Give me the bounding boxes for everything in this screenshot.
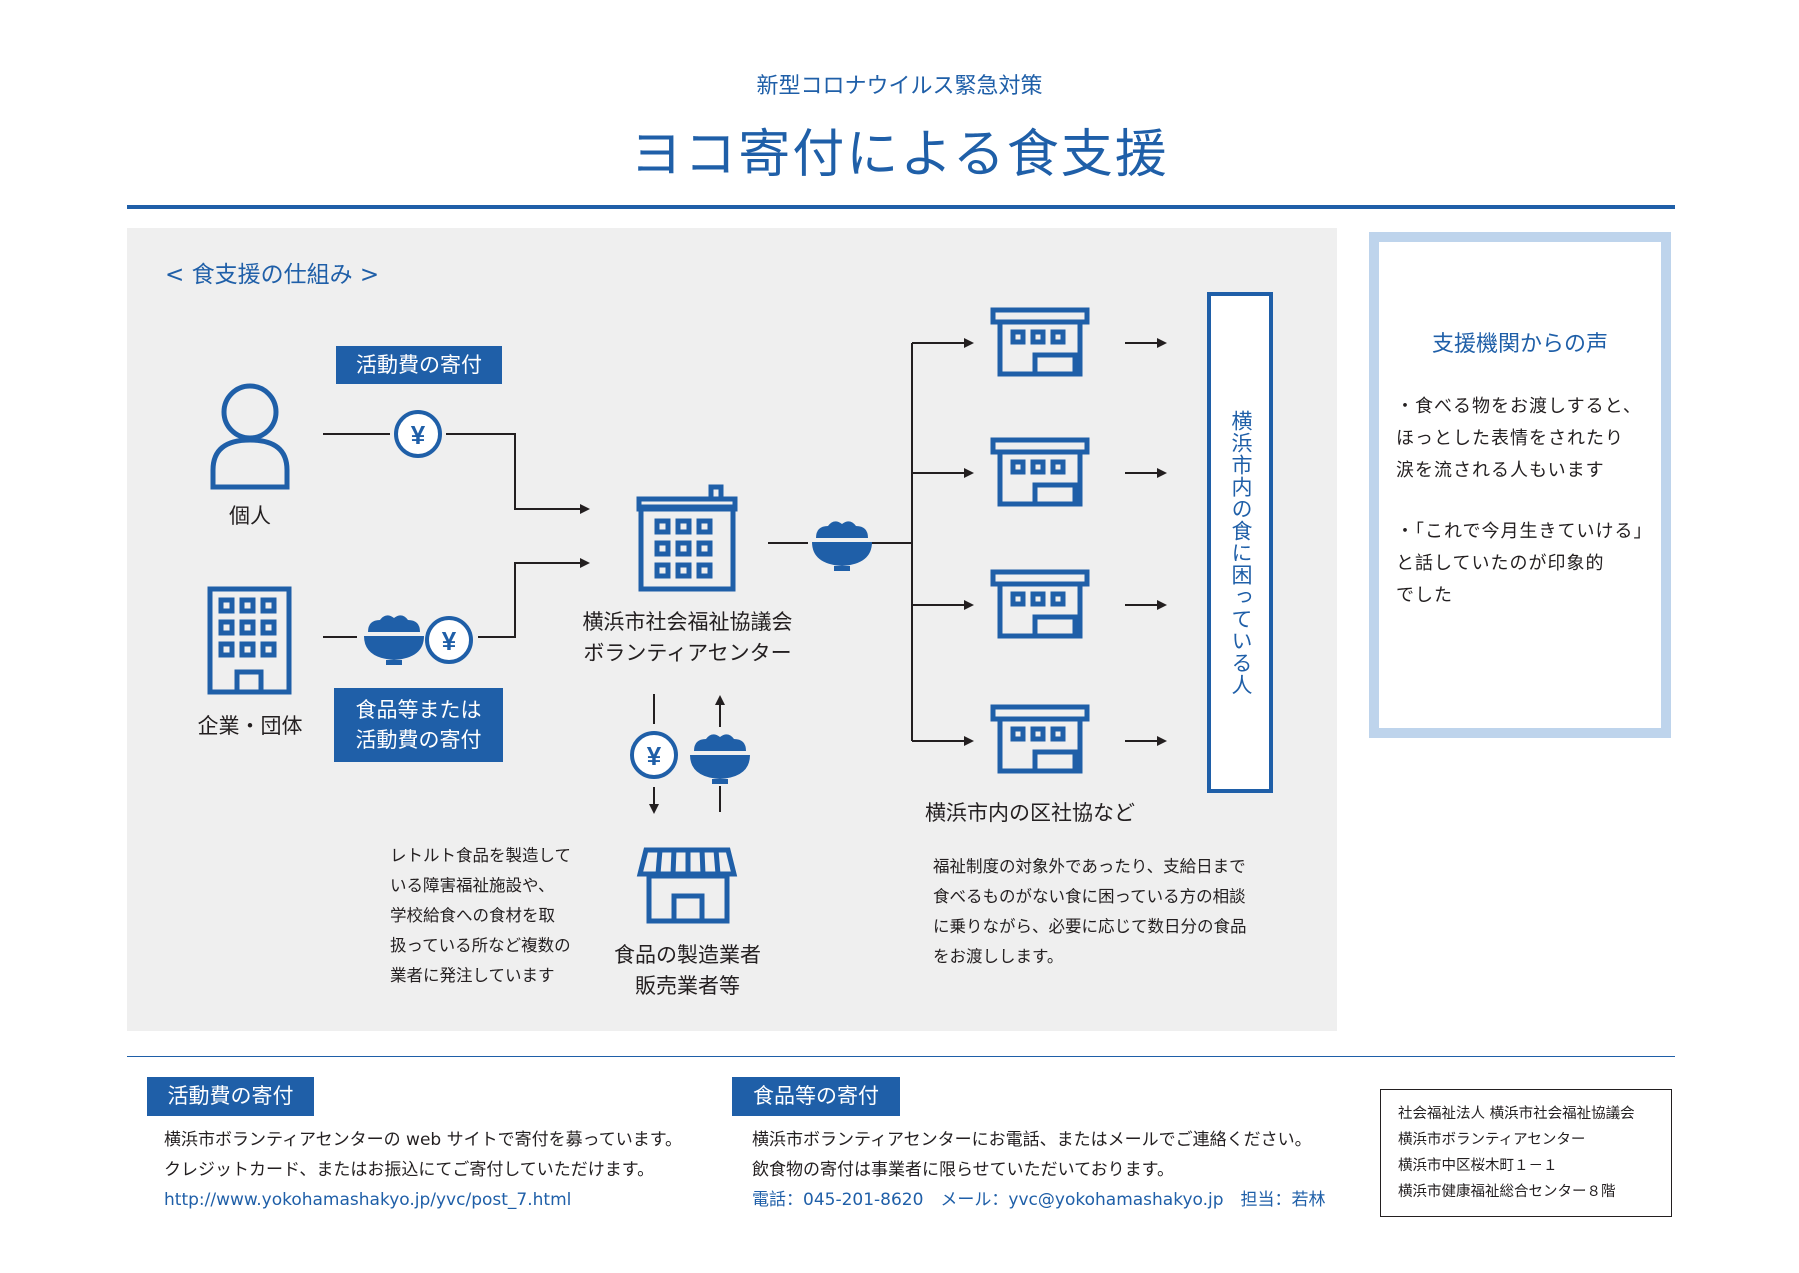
svg-text:¥: ¥ — [647, 741, 662, 771]
voice-line: ほっとした表情をされたり — [1396, 428, 1624, 449]
ward-office-icon — [990, 307, 1090, 377]
contact-info[interactable]: 電話：045-201-8620 メール：yvc@yokohamashakyo.j… — [752, 1190, 1326, 1210]
ward-note-line: に乗りながら、必要に応じて数日分の食品 — [933, 917, 1247, 936]
diagram-panel — [127, 228, 1337, 1031]
org-line: 社会福祉法人 横浜市社会福祉協議会 — [1398, 1106, 1635, 1122]
voice-line: ・「これで今月生きていける」 — [1396, 521, 1653, 542]
header-rule — [127, 205, 1675, 209]
person-icon — [210, 383, 290, 490]
rice-bowl-icon — [364, 615, 424, 665]
maker-flow-arrows — [649, 694, 725, 814]
ward-office-icon — [990, 437, 1090, 507]
voice-line: ・食べる物をお渡しすると、 — [1396, 396, 1642, 417]
ward-note: 福祉制度の対象外であったり、支給日まで 食べるものがない食に困っている方の相談 … — [933, 852, 1273, 972]
footer-activity-line-2: クレジットカード、またはお振込にてご寄付していただけます。 — [164, 1160, 655, 1180]
maker-note-line: 業者に発注しています — [390, 966, 555, 985]
voice-line: でした — [1396, 585, 1453, 606]
yen-coin-icon: ¥ — [394, 410, 442, 458]
ward-note-line: をお渡しします。 — [933, 947, 1064, 966]
center-building-icon — [636, 484, 738, 592]
ward-note-line: 福祉制度の対象外であったり、支給日まで — [933, 857, 1246, 876]
food-or-activity-donation-tag: 食品等または 活動費の寄付 — [334, 688, 503, 762]
company-label: 企業・団体 — [197, 714, 303, 738]
svg-text:¥: ¥ — [411, 420, 426, 450]
donor-flow-lines — [323, 433, 590, 638]
footer-rule — [127, 1056, 1675, 1057]
maker-label: 食品の製造業者 販売業者等 — [590, 940, 785, 1002]
voice-line: と話していたのが印象的 — [1396, 553, 1605, 574]
footer-food-text: 横浜市ボランティアセンターにお電話、またはメールでご連絡ください。 飲食物の寄付… — [752, 1125, 1362, 1215]
maker-label-line-2: 販売業者等 — [635, 974, 740, 998]
voice-item: ・「これで今月生きていける」 と話していたのが印象的 でした — [1396, 516, 1656, 612]
center-label-line-2: ボランティアセンター — [583, 641, 792, 665]
ward-office-icon — [990, 704, 1090, 774]
center-label-line-1: 横浜市社会福祉協議会 — [582, 610, 793, 634]
distribution-lines — [768, 338, 1167, 746]
donation-website-link[interactable]: http://www.yokohamashakyo.jp/yvc/post_7.… — [164, 1190, 572, 1210]
ward-note-line: 食べるものがない食に困っている方の相談 — [933, 887, 1246, 906]
maker-note-line: 学校給食への食材を取 — [390, 906, 555, 925]
maker-note-line: 扱っている所など複数の — [390, 936, 571, 955]
tag-line-1: 食品等または — [355, 698, 482, 722]
page-title: ヨコ寄付による食支援 — [630, 125, 1169, 185]
maker-note-line: いる障害福祉施設や、 — [390, 876, 555, 895]
svg-text:¥: ¥ — [442, 626, 457, 656]
company-building-icon — [207, 586, 292, 695]
voice-item: ・食べる物をお渡しすると、 ほっとした表情をされたり 涙を流される人もいます — [1396, 391, 1656, 487]
rice-bowl-icon — [690, 734, 750, 784]
center-label: 横浜市社会福祉協議会 ボランティアセンター — [560, 607, 815, 669]
activity-donation-tag: 活動費の寄付 — [336, 346, 502, 384]
org-line: 横浜市健康福祉総合センター８階 — [1398, 1184, 1616, 1200]
voices-panel — [1369, 232, 1671, 738]
tag-line-2: 活動費の寄付 — [355, 728, 482, 752]
maker-note: レトルト食品を製造して いる障害福祉施設や、 学校給食への食材を取 扱っている所… — [390, 841, 590, 991]
maker-label-line-1: 食品の製造業者 — [614, 943, 761, 967]
shop-icon — [636, 847, 738, 924]
org-line: 横浜市中区桜木町１－１ — [1398, 1158, 1558, 1174]
individual-label: 個人 — [229, 504, 271, 528]
yen-coin-icon: ¥ — [425, 616, 473, 664]
organization-box — [1380, 1089, 1672, 1217]
footer-food-line-2: 飲食物の寄付は事業者に限らせていただいております。 — [752, 1160, 1174, 1180]
recipients-label: 横浜市内の食に困っている人 — [1229, 410, 1253, 696]
recipients-box — [1207, 292, 1273, 793]
voice-line: 涙を流される人もいます — [1396, 460, 1605, 481]
org-line: 横浜市ボランティアセンター — [1398, 1132, 1586, 1148]
ward-office-icon — [990, 569, 1090, 639]
ward-label: 横浜市内の区社協など — [925, 801, 1135, 825]
rice-bowl-icon — [812, 521, 872, 571]
footer-food-tag: 食品等の寄付 — [732, 1077, 900, 1116]
yen-coin-icon: ¥ — [630, 731, 678, 779]
footer-activity-text: 横浜市ボランティアセンターの web サイトで寄付を募っています。 クレジットカ… — [164, 1125, 684, 1215]
voices-title: 支援機関からの声 — [1431, 332, 1608, 357]
footer-activity-line-1: 横浜市ボランティアセンターの web サイトで寄付を募っています。 — [164, 1130, 683, 1150]
maker-note-line: レトルト食品を製造して — [390, 846, 572, 865]
header-subtitle: 新型コロナウイルス緊急対策 — [756, 74, 1043, 99]
organization-info: 社会福祉法人 横浜市社会福祉協議会 横浜市ボランティアセンター 横浜市中区桜木町… — [1398, 1101, 1635, 1205]
section-heading: < 食支援の仕組み > — [165, 262, 380, 288]
footer-food-line-1: 横浜市ボランティアセンターにお電話、またはメールでご連絡ください。 — [752, 1130, 1312, 1150]
footer-activity-tag: 活動費の寄付 — [147, 1077, 314, 1116]
